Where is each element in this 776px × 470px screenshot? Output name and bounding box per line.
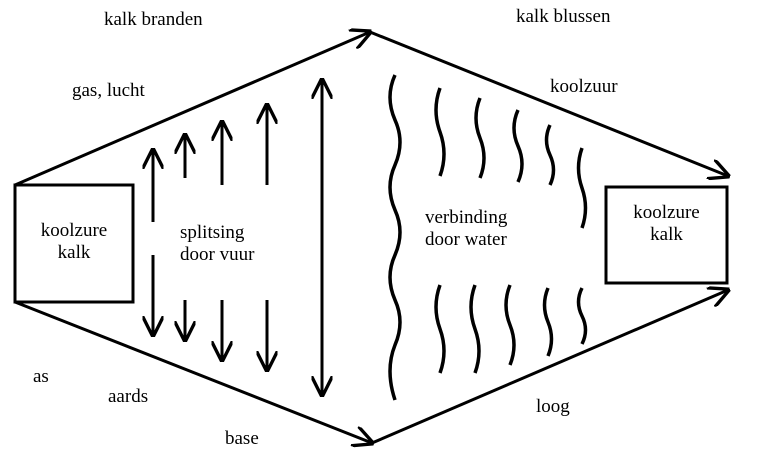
- right-process-line2: door water: [425, 229, 507, 250]
- down-arrows: [153, 255, 267, 370]
- bottom-left-arrow: [14, 300, 372, 443]
- left-box-line2: kalk: [57, 242, 91, 263]
- label-base: base: [225, 428, 259, 449]
- right-process-label: verbinding door water: [425, 207, 507, 251]
- label-loog: loog: [536, 396, 570, 417]
- bottom-right-arrow: [371, 290, 728, 445]
- left-process-line2: door vuur: [180, 244, 255, 265]
- label-kalk-blussen: kalk blussen: [516, 6, 611, 27]
- left-box-line1: koolzure: [40, 220, 108, 241]
- label-kalk-branden: kalk branden: [104, 9, 203, 30]
- label-gas-lucht: gas, lucht: [72, 80, 145, 101]
- right-box-line2: kalk: [650, 224, 683, 245]
- label-as: as: [33, 366, 49, 387]
- top-left-arrow: [14, 32, 370, 187]
- water-waves: [388, 74, 588, 401]
- right-process-line1: verbinding: [425, 207, 508, 228]
- left-process-label: splitsing door vuur: [180, 222, 254, 266]
- label-aards: aards: [108, 386, 149, 407]
- left-process-line1: splitsing: [180, 222, 245, 243]
- right-box-line1: koolzure: [633, 202, 700, 223]
- up-arrows: [153, 105, 267, 222]
- right-box-label: koolzure kalk: [606, 202, 727, 246]
- right-box: [604, 185, 729, 285]
- top-right-arrow: [369, 30, 728, 176]
- label-koolzuur: koolzuur: [550, 76, 618, 97]
- left-box-label: koolzure kalk: [15, 220, 133, 264]
- left-box: [13, 183, 135, 304]
